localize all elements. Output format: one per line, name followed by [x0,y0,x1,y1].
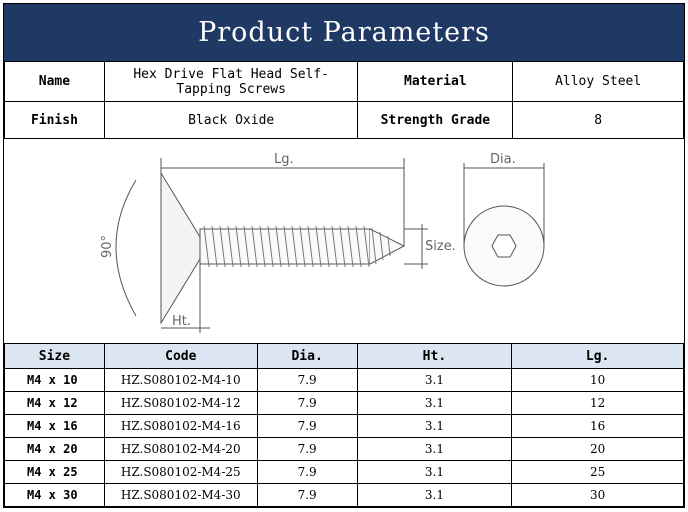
code-cell: HZ.S080102-M4-20 [103,437,258,461]
page-title: Product Parameters [4,4,684,61]
finish-label: Finish [4,101,105,139]
size-cell: M4 x 30 [4,483,105,507]
finish-value: Black Oxide [103,101,359,139]
size-cell: M4 x 20 [4,437,105,461]
header-code: Code [103,343,258,369]
size-cell: M4 x 12 [4,391,105,415]
grade-value: 8 [512,101,684,139]
code-cell: HZ.S080102-M4-10 [103,368,258,392]
technical-drawing: Lg. Size. Ht. Dia. 90° [4,138,684,344]
dia-cell: 7.9 [256,460,358,484]
lg-cell: 20 [511,437,684,461]
product-sheet: Product Parameters Name Hex Drive Flat H… [3,3,685,508]
size-cell: M4 x 16 [4,414,105,438]
grade-label: Strength Grade [357,101,514,139]
ht-cell: 3.1 [356,437,513,461]
dia-cell: 7.9 [256,391,358,415]
size-cell: M4 x 25 [4,460,105,484]
ht-cell: 3.1 [356,368,513,392]
header-lg: Lg. [511,343,684,369]
lg-cell: 12 [511,391,684,415]
ht-cell: 3.1 [356,483,513,507]
dia-cell: 7.9 [256,414,358,438]
screw-head-shape [160,171,201,325]
param-row: Name Hex Drive Flat Head Self-Tapping Sc… [4,61,684,102]
lg-cell: 16 [511,414,684,438]
code-cell: HZ.S080102-M4-12 [103,391,258,415]
material-value: Alloy Steel [512,61,684,102]
length-label: Lg. [274,152,294,167]
name-value: Hex Drive Flat Head Self-Tapping Screws [103,61,359,102]
angle-label: 90° [100,235,115,258]
code-cell: HZ.S080102-M4-16 [103,414,258,438]
header-ht: Ht. [356,343,513,369]
code-cell: HZ.S080102-M4-30 [103,483,258,507]
code-cell: HZ.S080102-M4-25 [103,460,258,484]
dia-cell: 7.9 [256,483,358,507]
size-label: Size. [425,239,456,254]
header-size: Size [4,343,105,369]
ht-cell: 3.1 [356,414,513,438]
thread-lines [203,225,391,268]
name-label: Name [4,61,105,102]
lg-cell: 30 [511,483,684,507]
dia-cell: 7.9 [256,437,358,461]
ht-cell: 3.1 [356,460,513,484]
screw-drawing: Lg. Size. Ht. Dia. 90° [100,152,545,333]
material-label: Material [357,61,514,102]
dia-cell: 7.9 [256,368,358,392]
head-height-label: Ht. [172,314,191,329]
diameter-label: Dia. [490,152,516,167]
parameter-table: Name Hex Drive Flat Head Self-Tapping Sc… [4,61,684,139]
lg-cell: 25 [511,460,684,484]
ht-cell: 3.1 [356,391,513,415]
size-cell: M4 x 10 [4,368,105,392]
header-dia: Dia. [256,343,358,369]
param-row: Finish Black Oxide Strength Grade 8 [4,101,684,139]
lg-cell: 10 [511,368,684,392]
